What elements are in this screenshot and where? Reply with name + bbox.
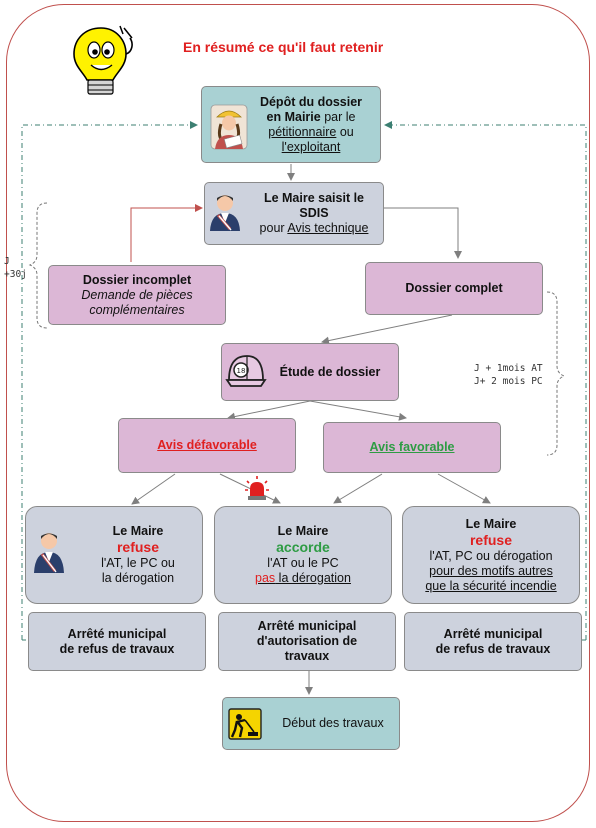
feedback-loop-right (384, 121, 587, 640)
debut-travaux-box: Début des travaux (222, 697, 400, 750)
bracket-left (28, 202, 48, 329)
outer-frame (6, 4, 590, 822)
feedback-loop-left (21, 121, 198, 640)
roadwork-sign-icon (228, 708, 262, 740)
arrete-refus-right-box: Arrêté municipal de refus de travaux (404, 612, 582, 671)
delai-left: J+30j (4, 256, 27, 280)
dossier-incomplet-box: Dossier incomplet Demande de pièces comp… (48, 265, 226, 325)
arrete-refus-left-box: Arrêté municipal de refus de travaux (28, 612, 206, 671)
bracket-right (546, 291, 566, 456)
depot-box: Dépôt du dossier en Mairie par le pétiti… (201, 86, 381, 163)
maire-refuse-left-box: Le Maire refuse l'AT, le PC ou la déroga… (25, 506, 203, 604)
page-title: En résumé ce qu'il faut retenir (183, 39, 384, 55)
maire-accorde-box: Le Maire accorde l'AT ou le PC pas la dé… (214, 506, 392, 604)
alarm-siren-icon (245, 476, 269, 500)
firefighter-helmet-icon: 18 (225, 355, 267, 387)
dossier-complet-box: Dossier complet (365, 262, 543, 315)
petitionnaire-icon (210, 104, 248, 150)
avis-favorable-box: Avis favorable (323, 422, 501, 473)
mayor-icon (210, 195, 240, 231)
avis-defavorable-box: Avis défavorable (118, 418, 296, 473)
maire-saisit-box: Le Maire saisit le SDIS pour Avis techni… (204, 182, 384, 245)
svg-text:18: 18 (237, 367, 246, 375)
arrete-autorisation-box: Arrêté municipal d'autorisation de trava… (218, 612, 396, 671)
lightbulb-icon (73, 25, 133, 95)
maire-refuse-right-box: Le Maire refuse l'AT, PC ou dérogation p… (402, 506, 580, 604)
mayor-icon (34, 533, 64, 573)
